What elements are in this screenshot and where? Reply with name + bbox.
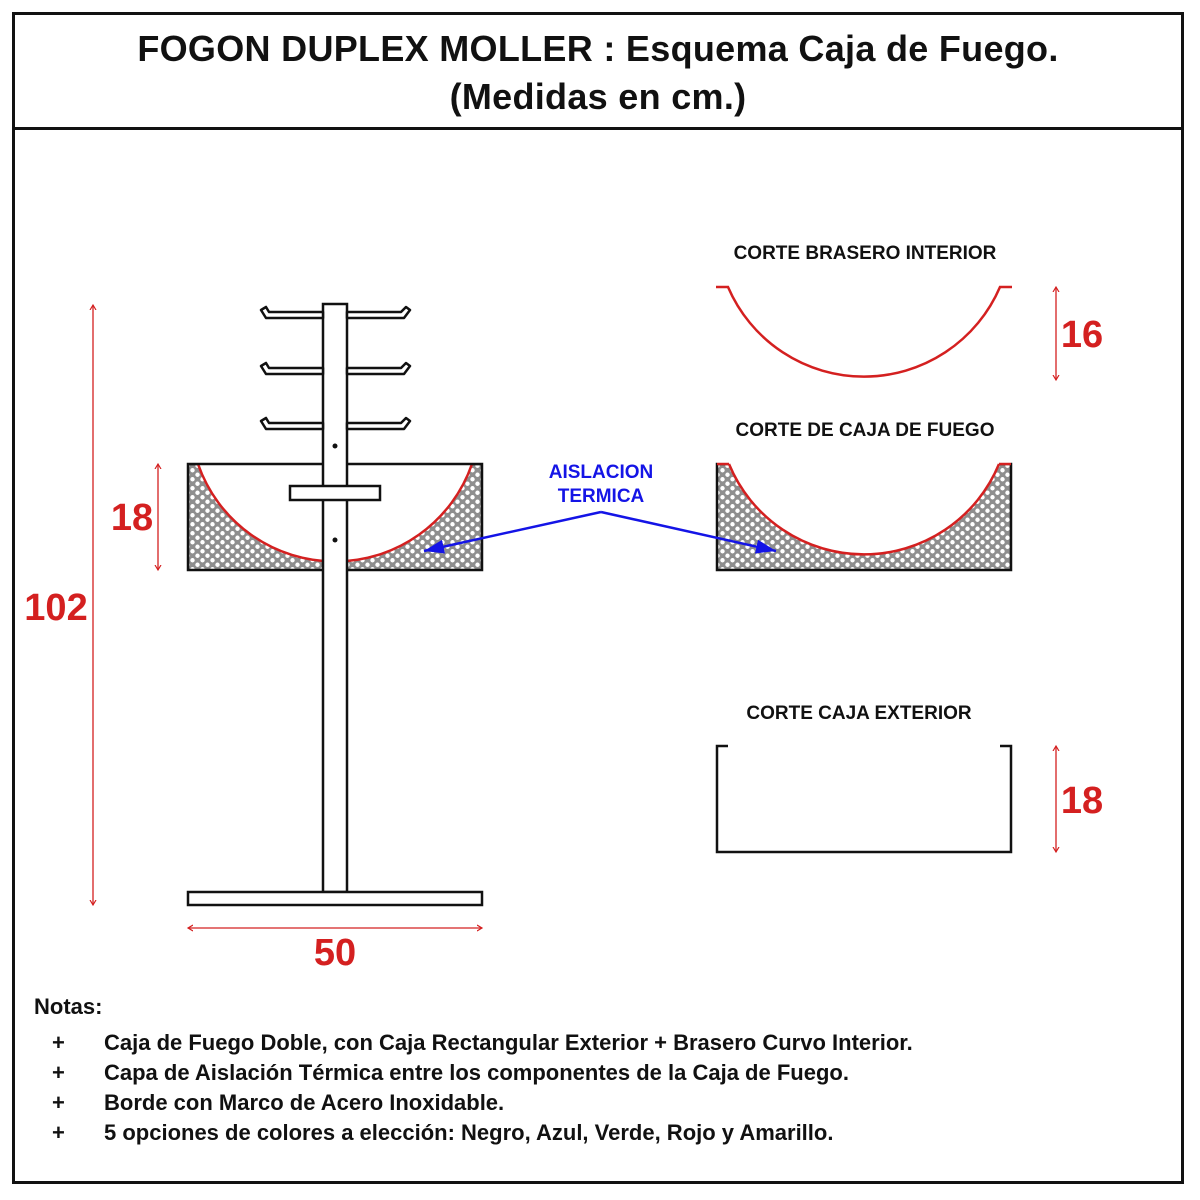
note-item: + Caja de Fuego Doble, con Caja Rectangu… [34,1028,1164,1058]
note-item: + Borde con Marco de Acero Inoxidable. [34,1088,1164,1118]
note-item: + 5 opciones de colores a elección: Negr… [34,1118,1164,1148]
base-plate [186,890,484,907]
diagram-subtitle: (Medidas en cm.) [449,76,747,117]
dimension-brasero-height-label: 16 [1061,314,1103,356]
hanger-arm-right [345,305,412,320]
hanger-arm-left [259,361,325,376]
annotation-arrow-right [600,510,777,554]
cross-bracket [288,484,382,502]
note-bullet: + [52,1090,65,1115]
note-bullet: + [52,1030,65,1055]
section-brasero-interior: CORTE BRASERO INTERIOR 16 [716,243,1103,380]
dimension-exterior-height-label: 18 [1061,780,1103,822]
note-bullet: + [52,1120,65,1145]
annotation-aislacion-line1: AISLACION [549,462,654,483]
note-bullet: + [52,1060,65,1085]
hanger-arm-right [345,361,412,376]
hanger-arms [259,305,412,431]
dimension-base-width: 50 [188,928,482,974]
dimension-total-height: 102 [24,305,93,905]
vertical-post [321,302,349,894]
dimension-total-height-label: 102 [24,587,87,629]
post-bolt [332,443,338,449]
dimension-box-height: 18 [111,464,158,570]
note-item: + Capa de Aislación Térmica entre los co… [34,1058,1164,1088]
note-text: Borde con Marco de Acero Inoxidable. [104,1090,505,1115]
note-text: 5 opciones de colores a elección: Negro,… [104,1120,834,1145]
caja-exterior-outline [715,744,1013,854]
note-text: Caja de Fuego Doble, con Caja Rectangula… [104,1030,913,1055]
note-text: Capa de Aislación Térmica entre los comp… [104,1060,849,1085]
left-fire-box [186,462,484,572]
outer-frame [12,12,1184,1184]
annotation-aislacion: AISLACION TERMICA [423,462,777,554]
hanger-arm-right [345,416,412,431]
dimension-base-width-label: 50 [314,932,356,974]
section-caja-exterior-title: CORTE CAJA EXTERIOR [746,703,971,724]
annotation-aislacion-line2: TERMICA [558,486,645,507]
post-bolt [332,537,338,543]
diagram-title: FOGON DUPLEX MOLLER : Esquema Caja de Fu… [137,28,1059,69]
stand-assembly [186,302,484,907]
title-bar: FOGON DUPLEX MOLLER : Esquema Caja de Fu… [12,12,1184,130]
section-caja-fuego-title: CORTE DE CAJA DE FUEGO [736,420,995,441]
brasero-curve [716,285,1012,378]
notes-heading: Notas: [34,994,103,1019]
section-brasero-title: CORTE BRASERO INTERIOR [734,243,997,264]
section-caja-exterior: CORTE CAJA EXTERIOR 18 [715,703,1103,854]
dimension-box-height-label: 18 [111,497,153,539]
notes-section: Notas: + Caja de Fuego Doble, con Caja R… [34,994,1164,1148]
hanger-arm-left [259,305,325,320]
hanger-arm-left [259,416,325,431]
annotation-arrow-left [423,510,602,554]
